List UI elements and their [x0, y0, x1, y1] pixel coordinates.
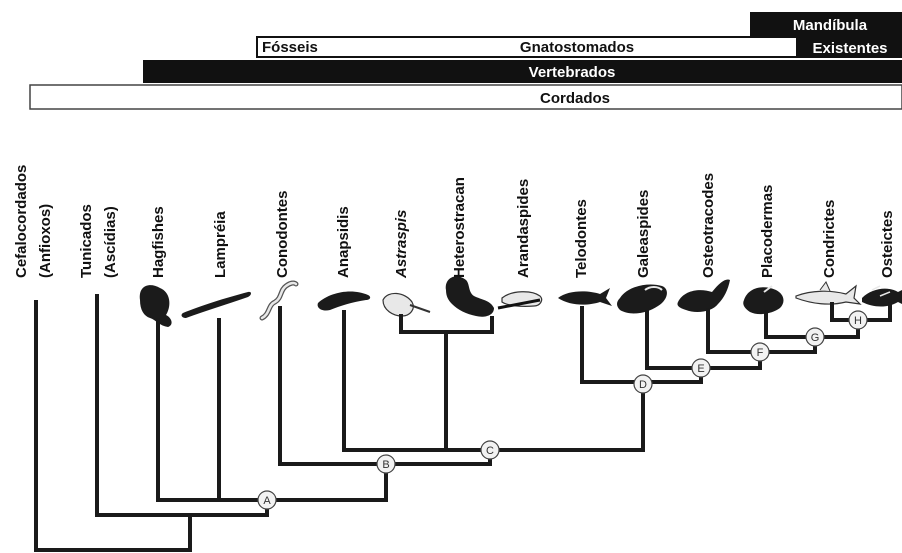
taxon-label-hagfishes: Hagfishes — [150, 206, 167, 278]
node-f-label: F — [757, 347, 764, 359]
node-b-label: B — [382, 459, 389, 471]
taxon-label-condrictes: Condrictes — [821, 200, 838, 278]
taxon-label-tunicados: Tunicados — [78, 204, 95, 278]
heterostracan-silhouette — [445, 276, 494, 317]
taxon-label-galeaspides: Galeaspides — [635, 190, 652, 278]
node-e: E — [691, 358, 711, 378]
node-c: C — [480, 440, 500, 460]
mandibula-label: Mandíbula — [793, 17, 868, 34]
taxon-label-lampreia: Lampréia — [212, 211, 229, 278]
osteostracan-silhouette — [677, 279, 730, 312]
hagfish-silhouette — [139, 285, 172, 327]
node-a-label: A — [263, 495, 271, 507]
vertebrados-label: Vertebrados — [529, 64, 616, 81]
taxon-label-anapsidis: Anapsidis — [335, 206, 352, 278]
node-c-label: C — [486, 445, 494, 457]
taxon-label-tunicados-sub: (Ascídias) — [102, 206, 119, 278]
arandaspis-silhouette — [497, 291, 543, 310]
node-f-circle — [750, 342, 770, 362]
node-a: A — [257, 490, 277, 510]
silhouettes — [139, 276, 902, 327]
taxon-label-cefalocordados-sub: (Anfioxos) — [37, 204, 54, 278]
taxon-label-osteictes: Osteictes — [879, 210, 896, 278]
cordados-bar — [29, 84, 902, 110]
node-e-label: E — [697, 363, 704, 375]
taxon-label-conodontes: Conodontes — [274, 191, 291, 279]
taxon-label-cefalocordados: Cefalocordados — [13, 165, 30, 278]
node-h-label: H — [854, 315, 862, 327]
mandibula-bar — [750, 12, 902, 36]
node-d-label: D — [639, 379, 647, 391]
node-d-circle — [633, 374, 653, 394]
anapsid-silhouette — [317, 291, 371, 311]
lamprey-silhouette — [181, 291, 251, 318]
node-e-circle — [691, 358, 711, 378]
tree-lines — [34, 294, 892, 552]
telodont-silhouette — [558, 288, 612, 306]
node-b: B — [376, 454, 396, 474]
shark-silhouette — [795, 281, 862, 305]
astraspis-silhouette — [382, 292, 431, 317]
cordados-label: Cordados — [540, 90, 610, 107]
node-b-circle — [376, 454, 396, 474]
galeaspid-silhouette — [617, 284, 667, 314]
taxon-label-placodermas: Placodermas — [759, 185, 776, 278]
conodont-silhouette — [259, 280, 299, 321]
fosseis-label: Fósseis — [262, 39, 318, 56]
vertebrados-bar — [143, 60, 902, 83]
node-f: F — [750, 342, 770, 362]
gnatostomados-label: Gnatostomados — [520, 39, 634, 56]
node-a-circle — [257, 490, 277, 510]
placoderm-silhouette — [743, 285, 784, 315]
node-c-circle — [480, 440, 500, 460]
bony-fish-silhouette — [862, 285, 902, 307]
header-bars: Mandíbula Fósseis Gnatostomados Existent… — [29, 12, 902, 110]
existentes-bar — [797, 36, 902, 58]
node-h-circle — [848, 310, 868, 330]
taxon-label-osteotracodes: Osteotracodes — [700, 173, 717, 278]
taxon-label-astraspis: Astraspis — [393, 210, 410, 279]
node-g-label: G — [811, 332, 820, 344]
taxon-label-arandaspides: Arandaspides — [515, 179, 532, 278]
taxon-label-heterostracan: Heterostracan — [451, 177, 468, 278]
taxon-label-telodontes: Telodontes — [573, 199, 590, 278]
node-g-circle — [805, 327, 825, 347]
node-g: G — [805, 327, 825, 347]
existentes-label: Existentes — [812, 40, 887, 57]
node-d: D — [633, 374, 653, 394]
node-h: H — [848, 310, 868, 330]
taxon-labels: Cefalocordados (Anfioxos) Tunicados (Ascídi… — [13, 165, 896, 279]
node-markers: A B C D E F G H — [257, 310, 868, 510]
